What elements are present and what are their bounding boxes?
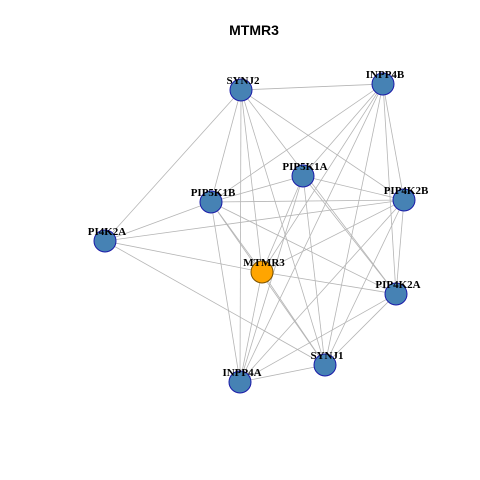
- edge-pi4k2a-mtmr3: [104, 240, 263, 273]
- edge-pip5k1a-synj1: [302, 175, 326, 366]
- node-label-mtmr3: MTMR3: [243, 257, 285, 269]
- edge-pip4k2b-pip4k2a: [395, 199, 405, 295]
- edge-pip4k2a-synj1: [324, 293, 397, 366]
- node-pip4k2b[interactable]: [392, 188, 416, 212]
- labels-layer: SYNJ2 INPP4B PIP5K1A PIP5K1B PIP4K2B PI4K2A MT…: [88, 69, 429, 379]
- node-label-inpp4b: INPP4B: [366, 69, 405, 81]
- edge-synj2-pi4k2a: [104, 89, 242, 242]
- edge-synj2-inpp4b: [240, 83, 384, 91]
- edge-inpp4b-inpp4a: [239, 83, 384, 383]
- node-label-pip4k2a: PIP4K2A: [375, 279, 420, 291]
- edge-synj1-inpp4a: [239, 364, 326, 383]
- edge-pip4k2a-inpp4a: [239, 293, 397, 383]
- edge-synj2-mtmr3: [240, 89, 263, 273]
- edge-pip5k1b-synj1: [210, 201, 326, 366]
- node-pip4k2a[interactable]: [384, 282, 408, 306]
- edge-synj2-pip4k2b: [240, 89, 405, 201]
- edge-synj2-pip5k1b: [210, 89, 242, 203]
- node-label-pip5k1a: PIP5K1A: [282, 161, 327, 173]
- node-label-pi4k2a: PI4K2A: [88, 226, 127, 238]
- node-pi4k2a[interactable]: [93, 229, 117, 253]
- graph-title: MTMR3: [229, 22, 279, 38]
- node-synj2[interactable]: [229, 78, 253, 102]
- edge-inpp4b-pip4k2b: [382, 83, 405, 201]
- edge-inpp4b-pip5k1b: [210, 83, 384, 203]
- node-label-synj2: SYNJ2: [226, 75, 260, 87]
- edge-pip5k1b-pip4k2a: [210, 201, 397, 295]
- node-pip5k1a[interactable]: [291, 164, 315, 188]
- edge-inpp4b-pip4k2a: [382, 83, 397, 295]
- edge-pip5k1a-inpp4a: [239, 175, 304, 383]
- edges-layer: [104, 83, 405, 383]
- node-mtmr3[interactable]: [250, 260, 274, 284]
- edge-pip5k1b-pip4k2b: [210, 199, 405, 203]
- edge-pip4k2b-inpp4a: [239, 199, 405, 383]
- node-label-inpp4a: INPP4A: [222, 367, 261, 379]
- edge-mtmr3-pip4k2a: [261, 271, 397, 295]
- node-inpp4a[interactable]: [228, 370, 252, 394]
- nodes-layer: [93, 72, 416, 394]
- node-label-pip5k1b: PIP5K1B: [191, 187, 236, 199]
- edge-pip5k1b-pi4k2a: [104, 201, 212, 242]
- edge-pip5k1a-pip4k2b: [302, 175, 405, 201]
- edge-pip4k2b-mtmr3: [261, 199, 405, 273]
- edge-inpp4b-synj1: [324, 83, 384, 366]
- node-inpp4b[interactable]: [371, 72, 395, 96]
- node-pip5k1b[interactable]: [199, 190, 223, 214]
- edge-pip5k1b-inpp4a: [210, 201, 241, 383]
- edge-pip4k2b-pi4k2a: [104, 199, 405, 242]
- edge-pip4k2b-synj1: [324, 199, 405, 366]
- edge-mtmr3-inpp4a: [239, 271, 263, 383]
- edge-synj2-pip4k2a: [240, 89, 397, 295]
- edge-pip5k1a-pip5k1b: [210, 175, 304, 203]
- edge-inpp4b-mtmr3: [261, 83, 384, 273]
- node-synj1[interactable]: [313, 353, 337, 377]
- edge-mtmr3-synj1: [261, 271, 326, 366]
- edge-synj2-inpp4a: [239, 89, 242, 383]
- node-label-synj1: SYNJ1: [310, 350, 343, 362]
- edge-synj2-synj1: [240, 89, 326, 366]
- edge-pip5k1a-pip4k2a: [302, 175, 397, 295]
- node-label-pip4k2b: PIP4K2B: [384, 185, 429, 197]
- edge-pip5k1a-mtmr3: [261, 175, 304, 273]
- edge-pi4k2a-synj1: [104, 240, 326, 366]
- edge-inpp4b-pip5k1a: [302, 83, 384, 177]
